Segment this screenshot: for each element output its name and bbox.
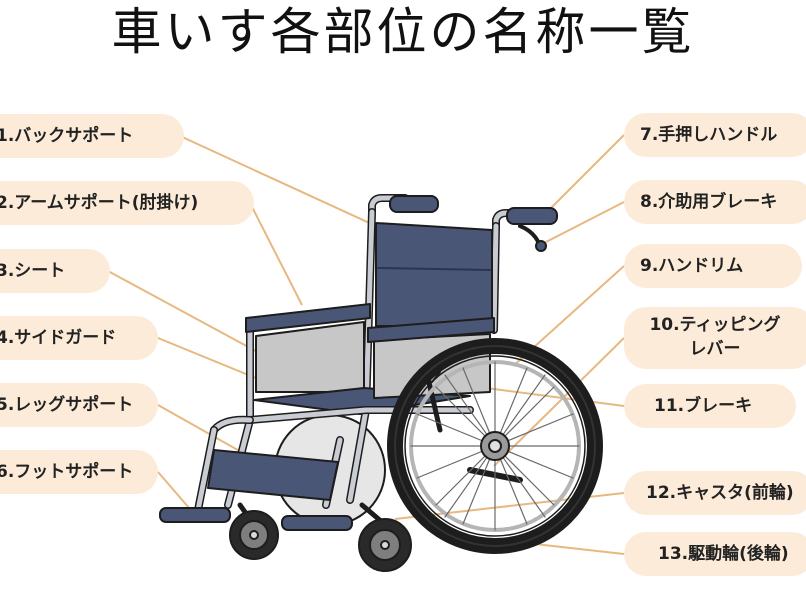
label-tipping-lever: 10.ティッピング レバー bbox=[624, 307, 806, 369]
page-title: 車いす各部位の名称一覧 bbox=[111, 3, 695, 61]
armrest-right bbox=[367, 317, 495, 343]
caster-right bbox=[358, 502, 412, 572]
back-support bbox=[375, 222, 493, 327]
leg-support bbox=[207, 449, 339, 501]
label-attendant-brake: 8.介助用ブレーキ bbox=[624, 180, 806, 224]
foot-support-left bbox=[159, 507, 231, 523]
armrest-left bbox=[245, 303, 371, 333]
label-tipping-lever-line2: レバー bbox=[689, 339, 741, 359]
label-foot-support: 6.フットサポート bbox=[0, 450, 158, 494]
label-caster: 12.キャスタ(前輪) bbox=[624, 471, 806, 515]
handle-grip-left bbox=[389, 195, 439, 213]
label-seat: 3.シート bbox=[0, 249, 110, 293]
label-side-guard: 4.サイドガード bbox=[0, 316, 158, 360]
foot-support-right bbox=[281, 515, 353, 531]
caster-left bbox=[229, 502, 279, 560]
label-arm-support: 2.アームサポート(肘掛け) bbox=[0, 181, 254, 225]
leader-line-4 bbox=[157, 337, 264, 382]
leader-line-8 bbox=[545, 201, 625, 243]
leader-line-7 bbox=[544, 134, 625, 215]
leader-line-2 bbox=[249, 202, 303, 306]
side-guard-left bbox=[255, 321, 365, 393]
rear-wheel bbox=[387, 338, 603, 554]
label-hand-rim: 9.ハンドリム bbox=[624, 244, 802, 288]
label-push-handle: 7.手押しハンドル bbox=[624, 113, 806, 157]
leader-line-10 bbox=[493, 337, 625, 467]
label-brake: 11.ブレーキ bbox=[624, 384, 796, 428]
label-drive-wheel: 13.駆動輪(後輪) bbox=[624, 532, 806, 576]
wheelchair-illustration bbox=[159, 194, 603, 572]
label-leg-support: 5.レッグサポート bbox=[0, 383, 158, 427]
label-tipping-lever-line1: 10.ティッピング bbox=[649, 315, 781, 335]
handle-grip-right bbox=[506, 207, 558, 225]
label-back-support: 1.バックサポート bbox=[0, 114, 184, 158]
